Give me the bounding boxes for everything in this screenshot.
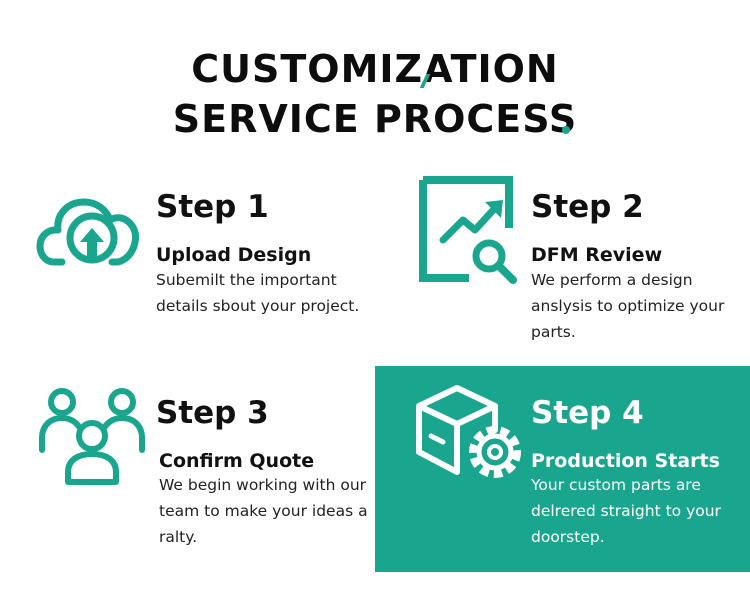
- step-1-title: Step 1: [156, 189, 269, 225]
- chart-magnifier-icon: [419, 176, 517, 284]
- step-2-subtitle: DFM Review: [531, 244, 663, 266]
- page-title-line-2: SERVICE PROCESS: [172, 97, 578, 141]
- title-accent-dot: [562, 126, 570, 134]
- step-4-title: Step 4: [531, 395, 644, 431]
- step-card-3: Step 3 Confirm Quote We begin working wi…: [0, 372, 375, 572]
- step-1-description: Subemilt the important details sbout you…: [156, 271, 360, 315]
- step-3-title: Step 3: [156, 395, 269, 431]
- box-gear-icon: [416, 385, 521, 478]
- step-4-subtitle: Production Starts: [531, 450, 720, 472]
- step-card-2: Step 2 DFM Review We perform a design an…: [375, 170, 750, 365]
- step-3-description: We begin working with our team to make y…: [159, 476, 368, 546]
- page-title-line-1: CUSTOMIZATION: [191, 47, 559, 91]
- step-1-subtitle: Upload Design: [156, 244, 312, 266]
- step-3-subtitle: Confirm Quote: [159, 450, 315, 472]
- step-card-4: Step 4 Production Starts Your custom par…: [375, 366, 750, 572]
- step-card-1: Step 1 Upload Design Subemilt the import…: [0, 170, 375, 365]
- team-users-icon: [39, 388, 145, 485]
- step-2-title: Step 2: [531, 189, 644, 225]
- cloud-upload-icon: [36, 198, 140, 266]
- step-2-description: We perform a design anslysis to optimize…: [531, 271, 725, 341]
- step-4-description: Your custom parts are delrered straight …: [531, 476, 721, 546]
